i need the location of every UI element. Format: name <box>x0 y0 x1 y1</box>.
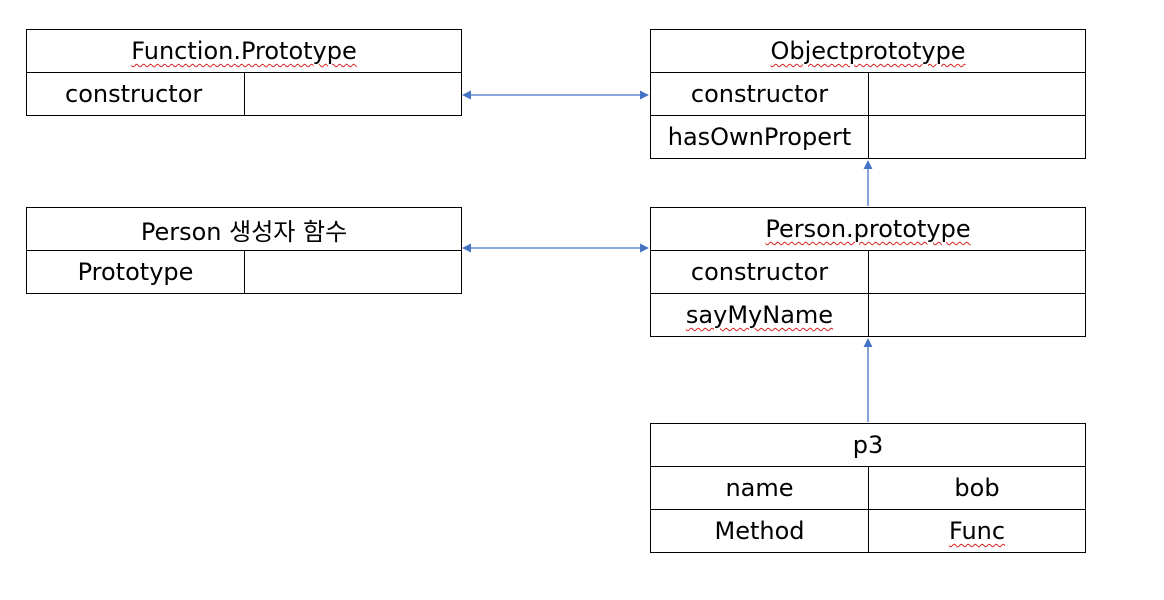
function-prototype-constructor-key: constructor <box>26 72 245 116</box>
function-prototype-constructor-value <box>244 72 462 116</box>
person-prototype-table: Person.prototype constructor sayMyName <box>650 207 1086 337</box>
p3-table: p3 name bob Method Func <box>649 423 1087 553</box>
p3-method-value: Func <box>867 509 1087 553</box>
object-prototype-constructor-key: constructor <box>650 72 869 116</box>
person-constructor-table: Person 생성자 함수 Prototype <box>26 207 462 294</box>
person-constructor-prototype-value <box>244 250 462 294</box>
object-prototype-hasownproperty-value <box>867 115 1087 159</box>
object-prototype-constructor-value <box>867 72 1087 116</box>
function-prototype-table: Function.Prototype constructor <box>26 29 462 116</box>
person-prototype-title: Person.prototype <box>650 207 1086 251</box>
p3-name-key: name <box>650 466 869 510</box>
person-prototype-saymyname-value <box>868 293 1086 337</box>
function-prototype-title: Function.Prototype <box>26 29 462 73</box>
object-prototype-hasownproperty-key: hasOwnPropert <box>650 115 869 159</box>
person-constructor-prototype-key: Prototype <box>26 250 245 294</box>
p3-name-value: bob <box>867 466 1087 510</box>
person-prototype-saymyname-key: sayMyName <box>650 293 869 337</box>
p3-method-key: Method <box>650 509 869 553</box>
object-prototype-title: Objectprototype <box>649 29 1087 73</box>
object-prototype-table: Objectprototype constructor hasOwnProper… <box>649 29 1087 159</box>
